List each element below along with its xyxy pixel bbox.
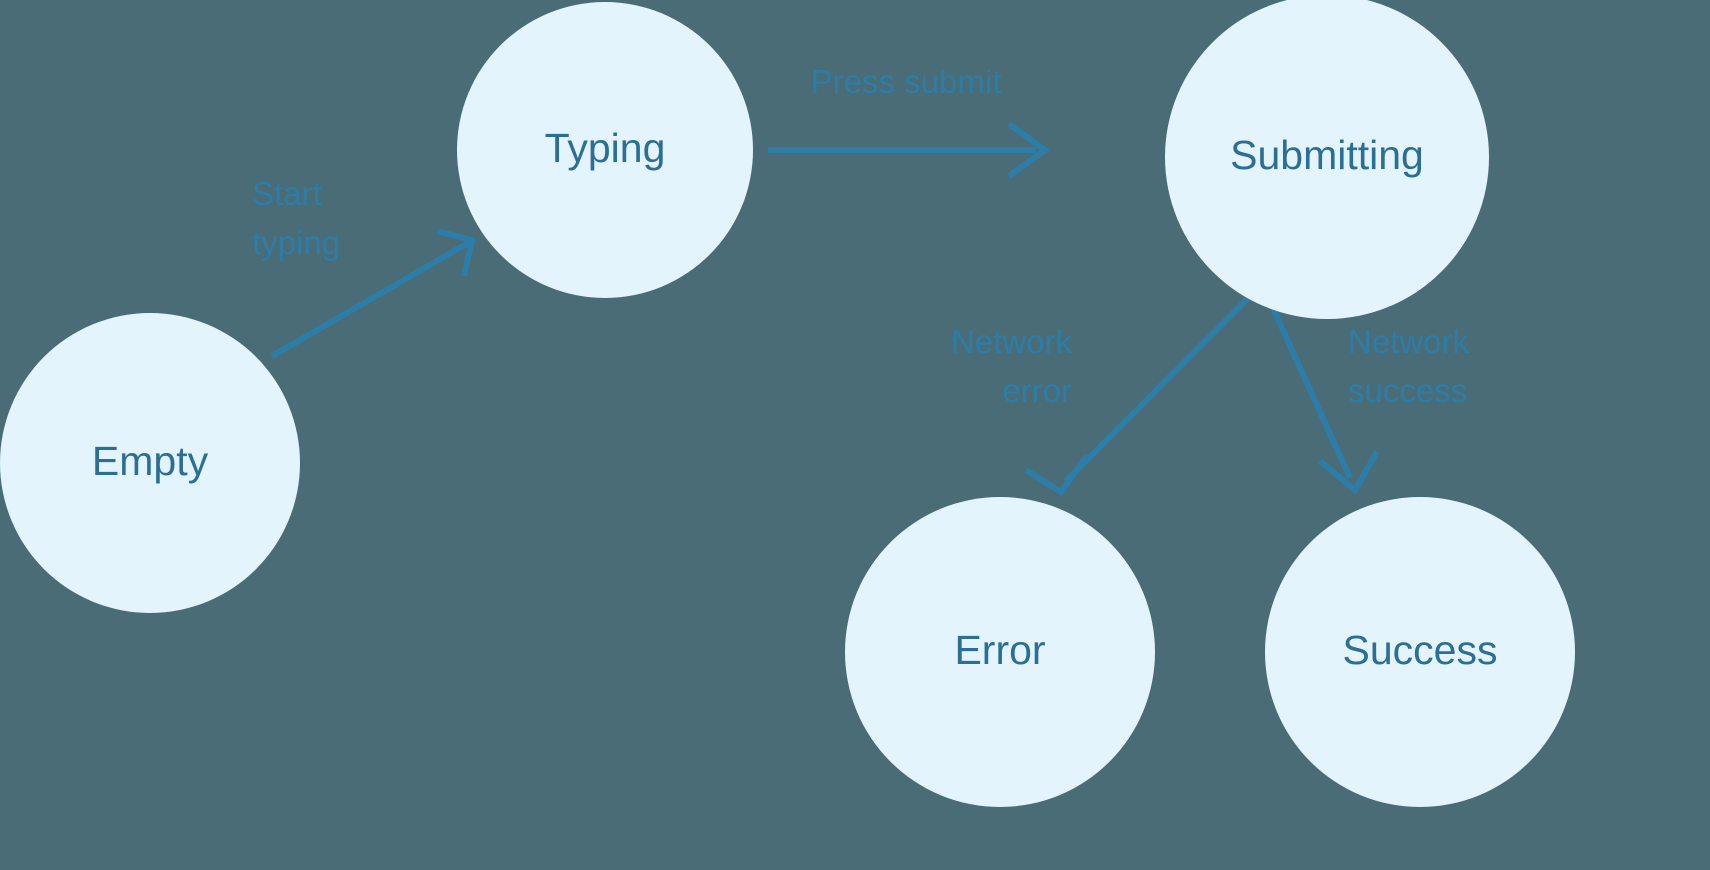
arrowhead-icon [436,228,476,277]
arrowhead-icon [1007,121,1051,179]
state-node-typing[interactable]: Typing [457,2,753,298]
edge-typing-to-submitting[interactable]: Press submit [768,63,1051,179]
edge-line [1063,295,1251,484]
edge-label: Press submit [811,63,1002,100]
state-node-success[interactable]: Success [1265,497,1575,807]
state-node-shape [845,497,1155,807]
edge-line [1270,306,1353,480]
state-node-submitting[interactable]: Submitting [1165,0,1489,319]
arrowhead-icon [1318,450,1380,495]
state-node-label: Typing [545,125,666,171]
state-node-empty[interactable]: Empty [0,313,300,613]
state-node-label: Error [954,627,1045,673]
state-node-shape [0,313,300,613]
state-node-label: Submitting [1230,132,1424,178]
edge-line [270,240,470,359]
state-node-shape [457,2,753,298]
arrowhead-icon [1024,454,1090,497]
state-node-shape [1265,497,1575,807]
state-node-label: Success [1343,627,1498,673]
state-node-shape [1165,0,1489,319]
state-node-error[interactable]: Error [845,497,1155,807]
state-node-label: Empty [92,438,209,484]
